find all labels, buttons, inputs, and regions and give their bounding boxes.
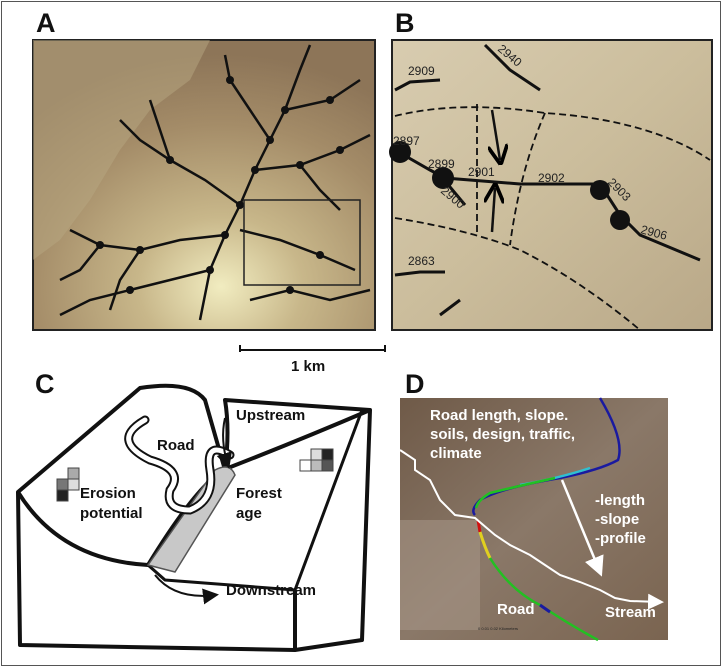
- panel-d: D Road length, slope. soils, design, tra…: [399, 369, 668, 642]
- metric-profile: -profile: [595, 530, 646, 547]
- segment-label: 2863: [408, 254, 435, 268]
- forest-grid-icon: [299, 448, 334, 472]
- factors-text-1: Road length, slope.: [430, 407, 568, 424]
- upstream-label: Upstream: [236, 407, 305, 424]
- segment-label: 2901: [468, 165, 495, 179]
- stream-line: [399, 449, 664, 610]
- road-label: Road: [157, 437, 195, 454]
- erosion-label-1: Erosion: [80, 485, 136, 502]
- panel-b: B 2909 2940 2897 2899 2901: [389, 8, 713, 331]
- factors-text-3: climate: [430, 445, 482, 462]
- segment-label: 2897: [393, 134, 420, 148]
- scale-text-d: 0 0.01 0.02 Kilometers: [478, 626, 518, 631]
- panel-c-label: C: [35, 369, 55, 399]
- erosion-grid-icon: [56, 467, 80, 502]
- road-label-d: Road: [497, 601, 535, 618]
- forest-label-1: Forest: [236, 485, 282, 502]
- segment-label: 2902: [538, 171, 565, 185]
- flow-arrow: [560, 479, 604, 577]
- stream-label-d: Stream: [605, 604, 656, 621]
- metric-slope: -slope: [595, 511, 639, 528]
- panel-a: A 1 km: [32, 8, 386, 375]
- segment-label: 2906: [639, 222, 669, 243]
- downstream-label: Downstream: [226, 582, 316, 599]
- scale-bar-label: 1 km: [291, 358, 325, 375]
- erosion-label-2: potential: [80, 505, 143, 522]
- factors-text-2: soils, design, traffic,: [430, 426, 575, 443]
- panel-b-label: B: [395, 8, 415, 38]
- segment-label: 2909: [408, 64, 435, 78]
- panel-d-label: D: [405, 369, 425, 399]
- metric-length: -length: [595, 492, 645, 509]
- inset-box: [243, 199, 361, 286]
- panel-a-label: A: [36, 8, 56, 38]
- forest-label-2: age: [236, 505, 262, 522]
- segment-label: 2899: [428, 157, 455, 171]
- panel-c: C Upstream Road Erosion potential Forest…: [16, 369, 372, 652]
